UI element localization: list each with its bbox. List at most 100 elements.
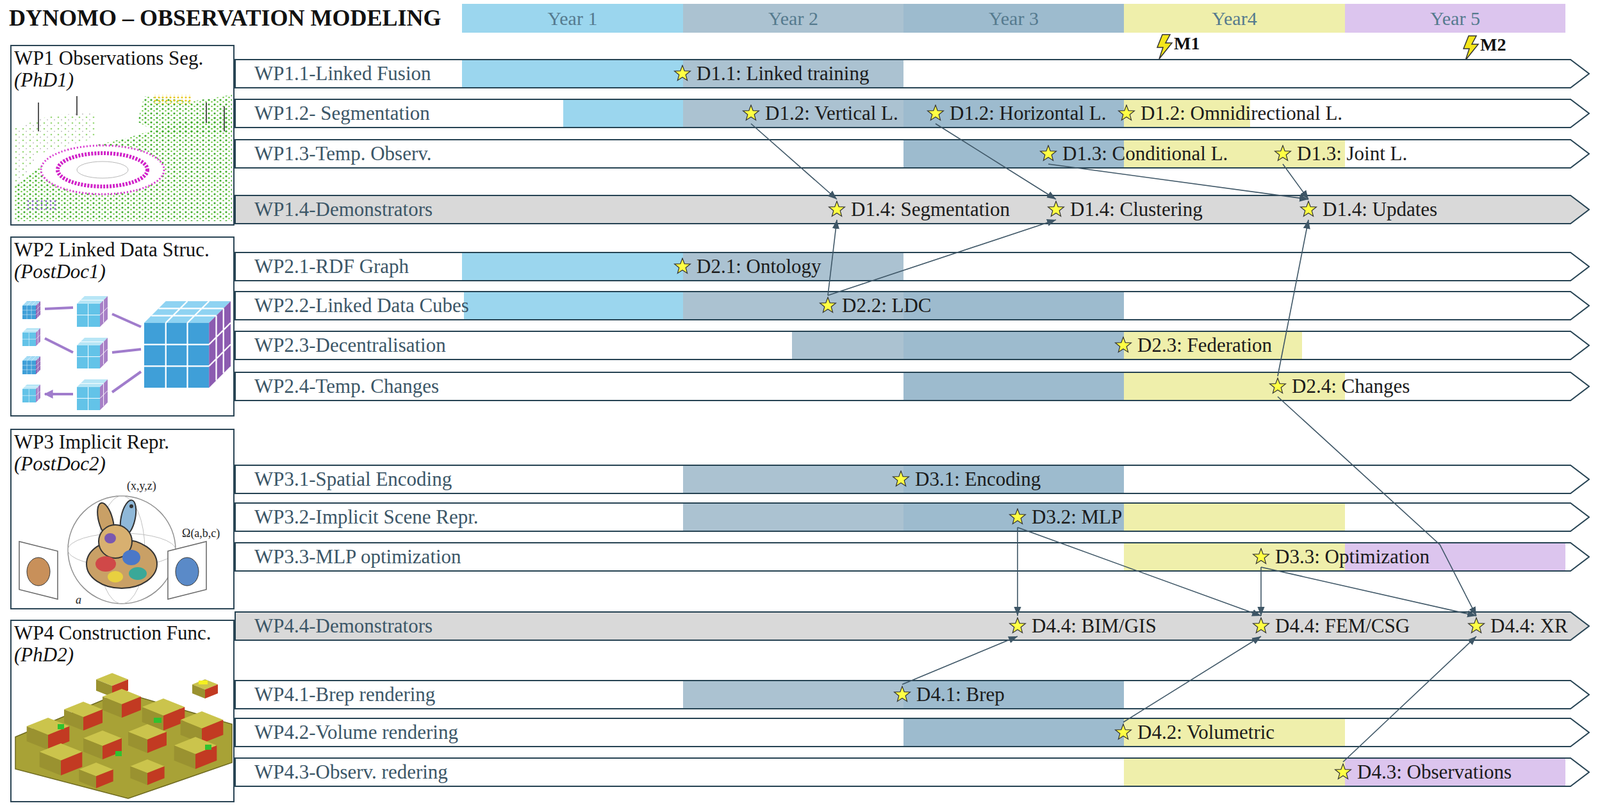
illustration-shape <box>128 724 167 753</box>
data-cube-figure <box>22 296 231 411</box>
row-outline <box>235 195 1590 224</box>
star-shape <box>1468 617 1485 634</box>
work-package-staff: (PhD2) <box>11 643 234 666</box>
deliverable: D1.2: Vertical L. <box>742 103 899 124</box>
deliverable-label: D4.4: BIM/GIS <box>1031 615 1157 637</box>
activity-bar <box>1123 718 1345 747</box>
task-row: WP1.2- SegmentationD1.2: Vertical L.D1.2… <box>234 98 1590 129</box>
illustration-shape <box>67 495 176 604</box>
row-outline <box>235 465 1590 494</box>
row-outline <box>235 372 1590 401</box>
deliverable-star <box>1047 200 1065 219</box>
row-name: WP4.1-Brep rendering <box>254 679 436 710</box>
deliverable-label: D3.1: Encoding <box>915 469 1041 490</box>
activity-bar <box>461 60 684 88</box>
label-wrap: Ω(a,b,c) <box>181 526 220 540</box>
deliverable-star <box>1039 144 1058 163</box>
point-cloud-figure <box>14 94 232 222</box>
illustration-shape <box>107 570 124 583</box>
deliverable: D4.4: XR <box>1467 615 1568 637</box>
row-name: WP3.3-MLP optimization <box>254 542 462 572</box>
row-name: WP3.2-Implicit Scene Repr. <box>254 502 479 532</box>
row-fill <box>235 680 1590 709</box>
deliverable: D1.4: Segmentation <box>827 199 1010 220</box>
work-package-title: WP1 Observations Seg. <box>11 47 234 70</box>
star-shape <box>894 686 911 702</box>
label-wrap: M1 <box>1173 33 1200 54</box>
illustration-shape <box>192 679 218 699</box>
dependency-arrow <box>902 636 1018 685</box>
star-shape <box>743 105 760 121</box>
deliverable: D2.3: Federation <box>1114 335 1272 356</box>
illustration-shape <box>130 759 165 785</box>
activity-bar <box>1123 758 1345 787</box>
illustration-shape <box>39 743 83 776</box>
task-row: WP4.2-Volume renderingD4.2: Volumetric <box>234 717 1590 748</box>
year-label: Year 1 <box>461 3 684 33</box>
deliverable-star <box>818 296 837 315</box>
star-shape <box>820 297 837 313</box>
deliverable: D2.1: Ontology <box>673 256 822 277</box>
deliverable-label: D2.2: LDC <box>841 295 932 316</box>
star-shape <box>1009 508 1026 525</box>
activity-bar <box>461 253 684 281</box>
star-shape <box>1275 145 1292 161</box>
row-outline <box>235 758 1590 787</box>
row-fill <box>235 331 1590 360</box>
illustration-shape <box>83 730 122 760</box>
activity-bar <box>903 99 1124 128</box>
deliverable-star <box>1008 508 1027 527</box>
row-fill <box>235 59 1590 88</box>
row-fill <box>235 611 1590 641</box>
row-fill <box>235 758 1590 787</box>
work-package-staff: (PostDoc2) <box>11 453 234 475</box>
row-name: WP2.2-Linked Data Cubes <box>254 290 470 321</box>
implicit-scene-figure <box>19 495 207 604</box>
activity-bar <box>683 503 904 532</box>
row-outline <box>235 680 1590 709</box>
row-name: WP1.1-Linked Fusion <box>254 58 432 89</box>
illustration-shape <box>64 701 103 731</box>
task-row: WP2.1-RDF GraphD2.1: Ontology <box>234 251 1590 282</box>
task-row: WP2.3-DecentralisationD2.3: Federation <box>234 330 1590 361</box>
deliverable-label: D1.4: Updates <box>1322 199 1438 220</box>
deliverable-star <box>1117 104 1136 123</box>
year-label: Year4 <box>1123 3 1345 33</box>
activity-bar <box>903 292 1124 320</box>
illustration-shape <box>78 762 113 789</box>
row-name: WP4.4-Demonstrators <box>254 611 433 641</box>
illustration-shape <box>22 356 41 375</box>
illustration-shape <box>22 384 41 403</box>
illustration-shape <box>153 717 162 723</box>
figure-label: Ω(a,b,c) <box>181 526 220 540</box>
work-package-staff: (PhD1) <box>11 69 234 91</box>
milestone-label: M1 <box>1173 33 1200 54</box>
task-row: WP1.3-Temp. Observ.D1.3: Conditional L.D… <box>234 139 1590 169</box>
year-label: Year 2 <box>683 3 904 33</box>
deliverable-label: D1.1: Linked training <box>696 63 869 84</box>
illustration-shape <box>22 301 41 320</box>
deliverable-label: D4.2: Volumetric <box>1137 722 1275 743</box>
deliverable-star <box>1114 723 1133 742</box>
label-wrap: a <box>75 593 82 607</box>
task-row: WP4.4-DemonstratorsD4.4: BIM/GISD4.4: FE… <box>234 611 1590 641</box>
task-row: WP3.1-Spatial EncodingD3.1: Encoding <box>234 464 1590 495</box>
row-fill <box>235 291 1590 320</box>
deliverable: D1.1: Linked training <box>673 63 869 84</box>
deliverable: D1.4: Clustering <box>1047 199 1203 220</box>
deliverable-label: D1.3: Joint L. <box>1296 143 1408 165</box>
illustration-shape <box>167 541 207 600</box>
deliverable: D2.4: Changes <box>1268 376 1410 397</box>
illustration-shape <box>128 567 147 580</box>
dependency-arrow <box>1261 567 1477 616</box>
illustration-shape <box>180 711 224 744</box>
row-outline <box>235 139 1590 168</box>
activity-bar <box>683 253 904 281</box>
illustration-shape <box>25 198 58 212</box>
deliverable-star <box>891 470 910 489</box>
activity-bar <box>683 465 904 494</box>
deliverable-star <box>1273 144 1292 163</box>
deliverable: D1.4: Updates <box>1299 199 1438 220</box>
row-name: WP1.4-Demonstrators <box>254 194 433 225</box>
diagram-title: DYNOMO – OBSERVATION MODELING <box>8 5 441 31</box>
